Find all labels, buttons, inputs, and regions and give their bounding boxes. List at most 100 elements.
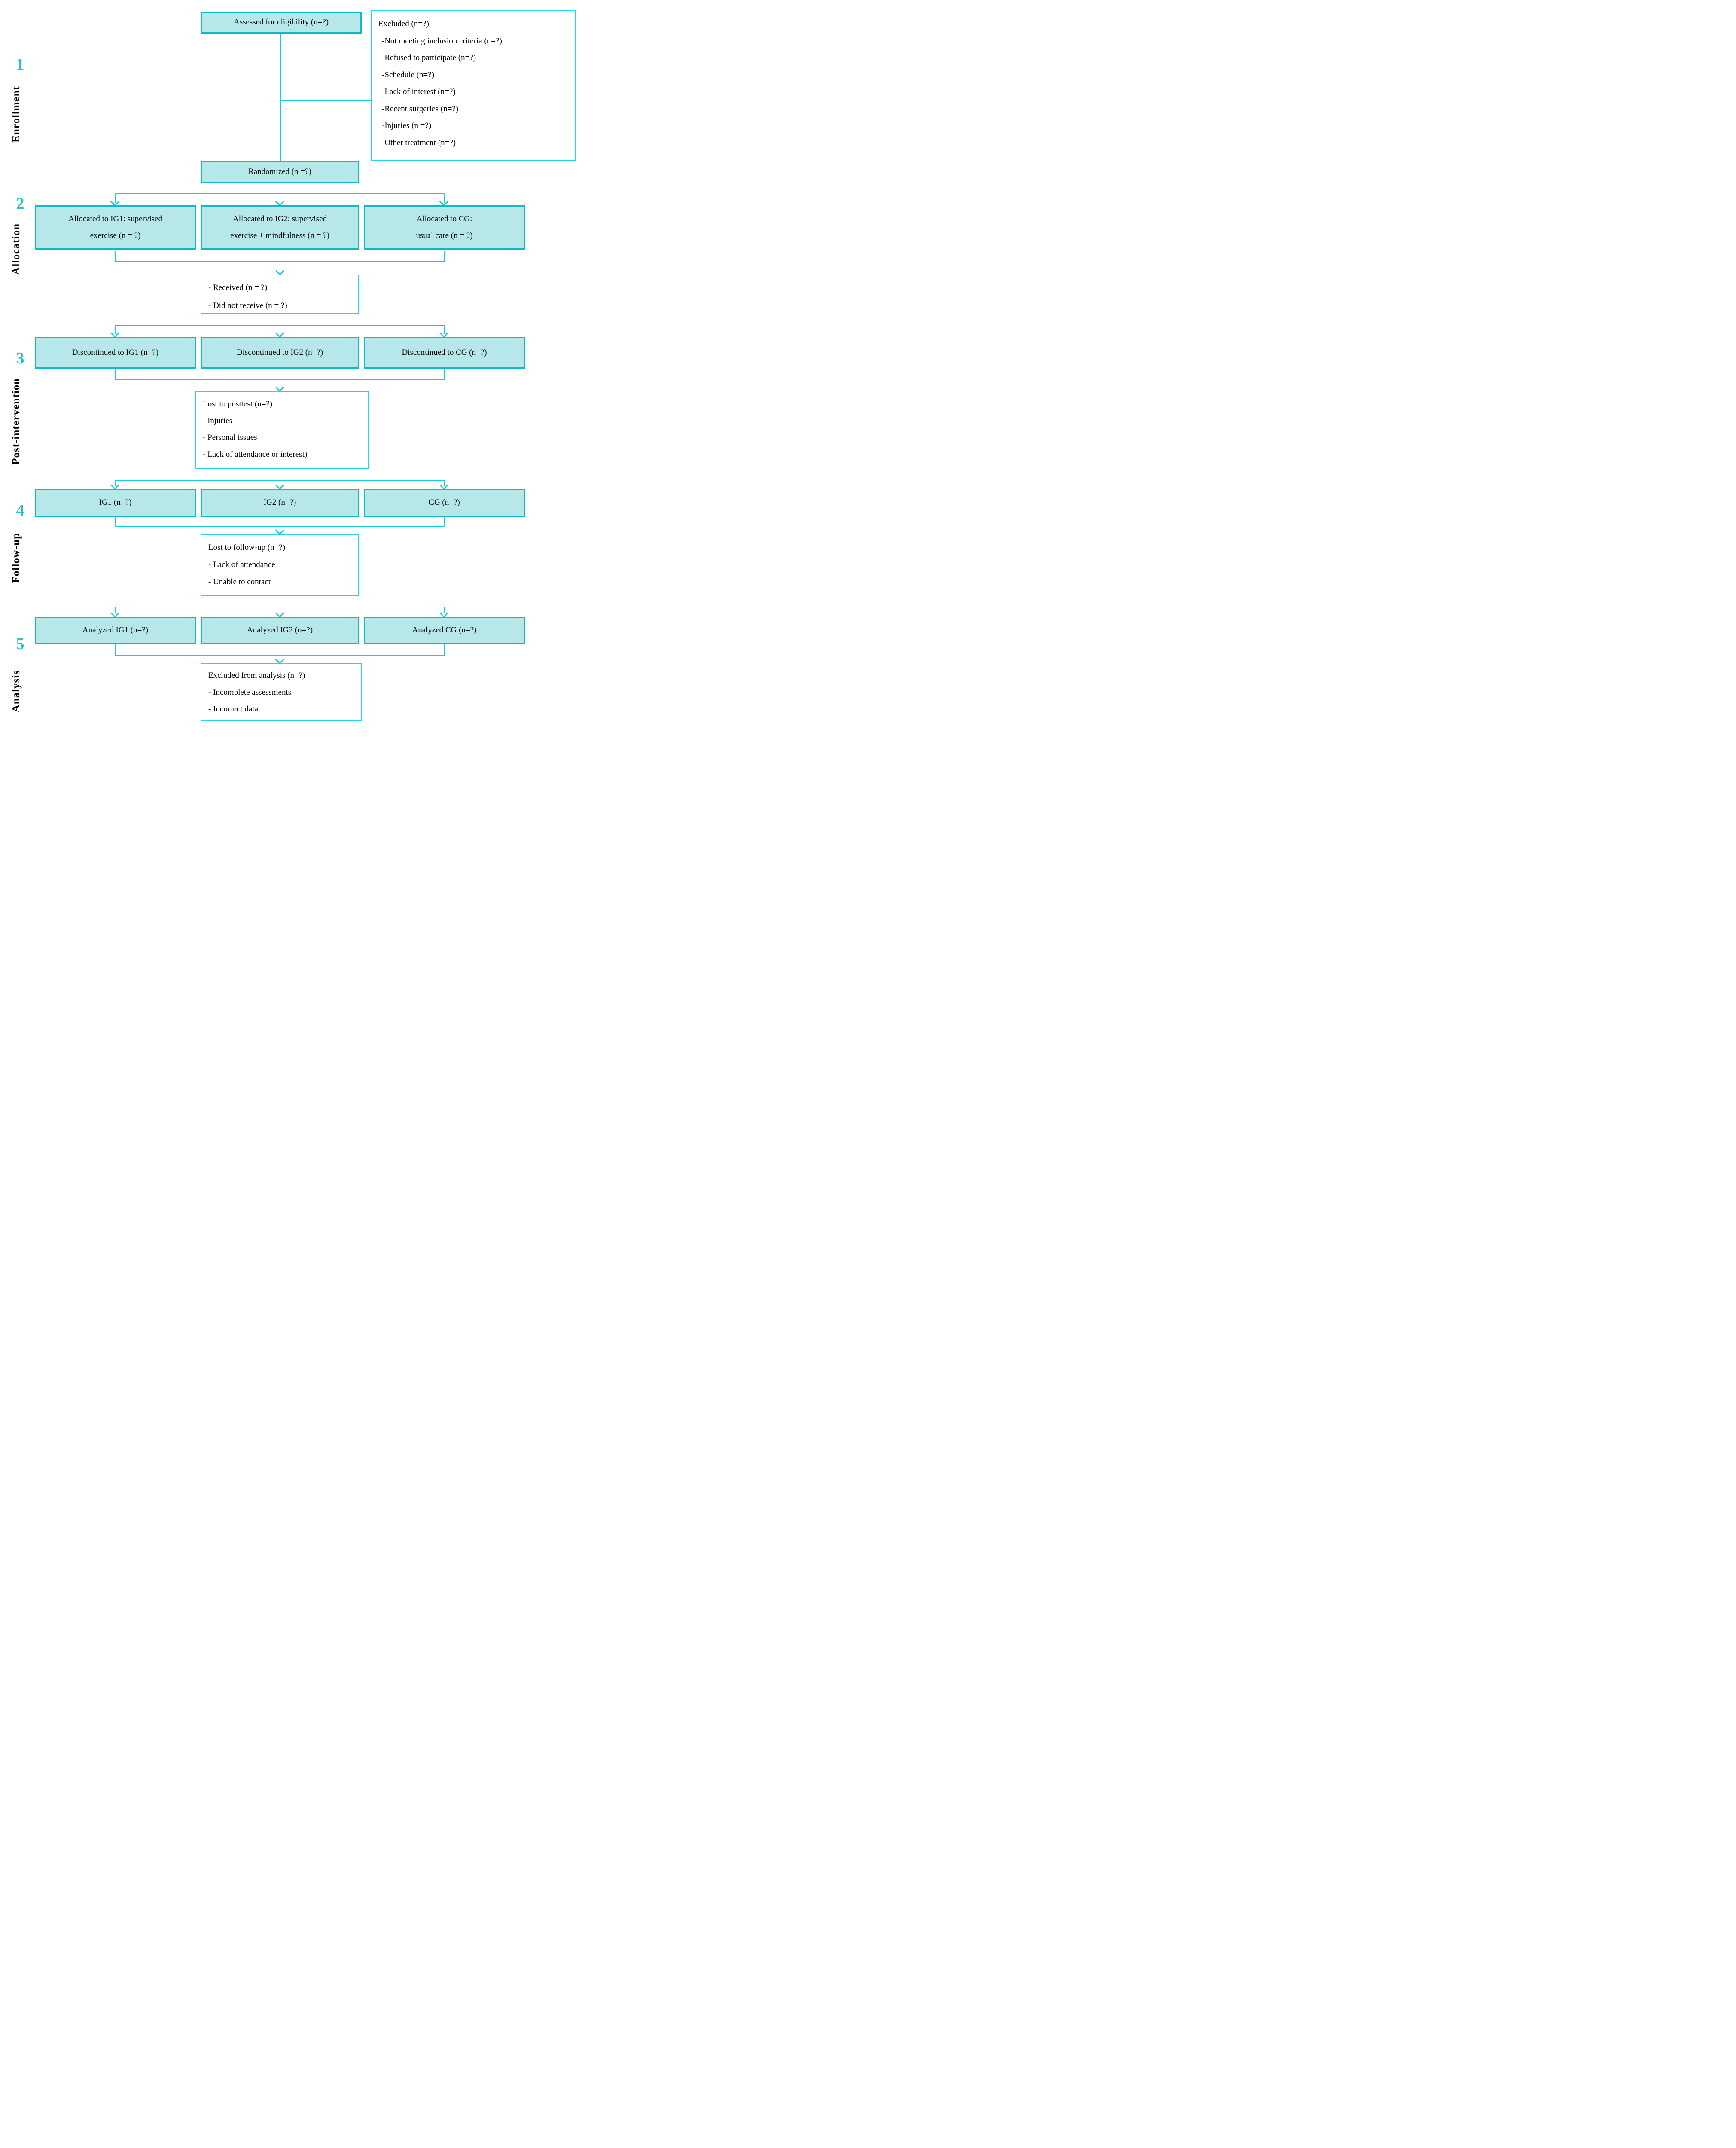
lost-followup-item: - Lack of attendance [208,560,275,569]
excluded-item: -Other treatment (n=?) [382,138,456,147]
connector-line [115,369,116,380]
arrow-down-icon [110,480,120,490]
connector-line [444,193,445,203]
arrow-down-icon [275,266,285,276]
stage-label-follow-up: Follow-up [10,533,22,583]
lost-posttest-item: - Injuries [203,416,233,425]
excluded-item: -Not meeting inclusion criteria (n=?) [382,36,502,46]
received-item: - Received (n = ?) [208,283,268,292]
analyzed-ig1-box: Analyzed IG1 (n=?) [35,617,196,644]
excluded-item: -Injuries (n =?) [382,121,432,131]
arrow-down-icon [275,480,285,490]
discontinued-ig2-text: Discontinued to IG2 (n=?) [236,348,323,357]
connector-line [444,644,445,656]
connector-line [115,517,116,527]
connector-line [115,193,445,194]
randomized-text: Randomized (n =?) [248,167,311,177]
lost-posttest-title: Lost to posttest (n=?) [203,400,273,409]
discontinued-ig1-text: Discontinued to IG1 (n=?) [72,348,159,357]
cg-box: CG (n=?) [364,489,525,517]
arrow-down-icon [439,608,449,618]
arrow-down-icon [110,197,120,207]
connector-line [444,369,445,380]
analyzed-cg-box: Analyzed CG (n=?) [364,617,525,644]
cg-text: CG (n=?) [429,498,460,507]
stage-label-allocation: Allocation [10,223,22,275]
excluded-analysis-item: - Incomplete assessments [208,687,292,697]
stage-number-4: 4 [16,501,24,519]
connector-line [115,607,116,613]
connector-line [115,251,116,262]
allocated-cg-box: Allocated to CG: usual care (n = ?) [364,205,525,250]
excluded-box: Excluded (n=?) -Not meeting inclusion cr… [371,10,576,161]
analyzed-ig1-text: Analyzed IG1 (n=?) [82,625,149,635]
excluded-analysis-title: Excluded from analysis (n=?) [208,671,305,680]
connector-line [115,480,445,481]
allocated-ig2-line2: exercise + mindfulness (n = ?) [230,231,329,240]
discontinued-ig2-box: Discontinued to IG2 (n=?) [201,337,359,369]
lost-posttest-item: - Personal issues [203,433,257,442]
arrow-down-icon [110,328,120,338]
connector-line [444,480,445,486]
arrow-down-icon [275,525,285,535]
lost-followup-title: Lost to follow-up (n=?) [208,543,286,552]
arrow-down-icon [275,608,285,618]
connector-line [444,325,445,334]
arrow-down-icon [275,655,285,665]
arrow-down-icon [439,328,449,338]
allocated-ig2-line1: Allocated to IG2: supervised [233,214,327,223]
lost-followup-box: Lost to follow-up (n=?) - Lack of attend… [201,534,359,596]
stage-label-analysis: Analysis [10,670,22,713]
received-box: - Received (n = ?) - Did not receive (n … [201,275,359,314]
excluded-analysis-box: Excluded from analysis (n=?) - Incomplet… [201,663,362,721]
arrow-down-icon [439,480,449,490]
arrow-down-icon [275,197,285,207]
connector-line [115,644,116,656]
randomized-box: Randomized (n =?) [201,161,359,183]
connector-to-excluded [281,100,371,101]
allocated-ig1-line1: Allocated to IG1: supervised [68,214,162,223]
excluded-title: Excluded (n=?) [378,19,429,28]
stage-label-post-intervention: Post-intervention [10,378,22,465]
connector-line [115,193,116,203]
assessed-eligibility-box: Assessed for eligibility (n=?) [201,12,362,34]
allocated-ig1-box: Allocated to IG1: supervised exercise (n… [35,205,196,250]
connector-line [115,325,116,334]
allocated-cg-line2: usual care (n = ?) [416,231,473,240]
excluded-item: -Schedule (n=?) [382,70,435,79]
connector-line [444,251,445,262]
discontinued-ig1-box: Discontinued to IG1 (n=?) [35,337,196,369]
connector-line [444,607,445,613]
analyzed-ig2-text: Analyzed IG2 (n=?) [247,625,313,635]
assessed-eligibility-text: Assessed for eligibility (n=?) [233,18,329,27]
stage-number-5: 5 [16,635,24,653]
lost-posttest-box: Lost to posttest (n=?) - Injuries - Pers… [195,391,369,469]
analyzed-cg-text: Analyzed CG (n=?) [412,625,477,635]
allocated-cg-line1: Allocated to CG: [416,214,472,223]
stage-number-1: 1 [16,55,24,73]
allocated-ig1-line2: exercise (n = ?) [90,231,141,240]
lost-posttest-item: - Lack of attendance or interest) [203,449,308,459]
ig1-text: IG1 (n=?) [99,498,132,507]
discontinued-cg-box: Discontinued to CG (n=?) [364,337,525,369]
excluded-item: -Recent surgeries (n=?) [382,104,459,113]
arrow-down-icon [275,328,285,338]
consort-flow-diagram: 1 Enrollment 2 Allocation 3 Post-interve… [0,0,579,725]
ig1-box: IG1 (n=?) [35,489,196,517]
ig2-box: IG2 (n=?) [201,489,359,517]
lost-followup-item: - Unable to contact [208,577,271,586]
analyzed-ig2-box: Analyzed IG2 (n=?) [201,617,359,644]
connector-assessed-randomized [280,34,281,161]
arrow-down-icon [275,382,285,392]
discontinued-cg-text: Discontinued to CG (n=?) [402,348,487,357]
connector-line [444,517,445,527]
excluded-item: -Refused to participate (n=?) [382,53,476,63]
stage-label-enrollment: Enrollment [10,86,22,143]
ig2-text: IG2 (n=?) [263,498,296,507]
arrow-down-icon [439,197,449,207]
stage-number-2: 2 [16,195,24,213]
allocated-ig2-box: Allocated to IG2: supervised exercise + … [201,205,359,250]
arrow-down-icon [110,608,120,618]
excluded-item: -Lack of interest (n=?) [382,87,456,97]
excluded-analysis-item: - Incorrect data [208,704,259,714]
